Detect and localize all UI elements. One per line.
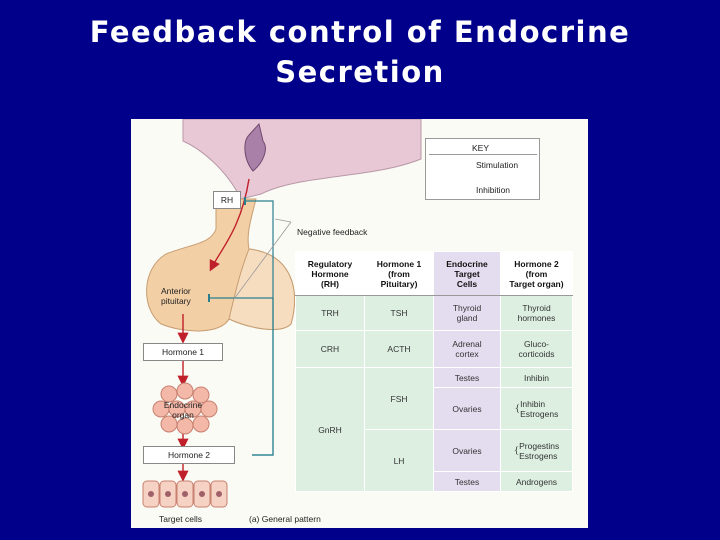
header-text: Target organ): [509, 278, 564, 289]
hormone2-box: Hormone 2: [143, 446, 235, 464]
cell-ovaries-2: Ovaries: [433, 429, 501, 472]
cell-text: Thyroid: [522, 303, 551, 313]
negative-feedback-pointer-bottom: [233, 221, 292, 300]
slide-title-line1: Feedback control of Endocrine: [89, 15, 631, 49]
key-inhibition-label: Inhibition: [476, 185, 511, 195]
brace-group: { Progestins Estrogens: [514, 441, 560, 461]
cell-text: Adrenal: [452, 339, 482, 349]
anterior-pituitary-label-line1: Anterior: [161, 286, 191, 296]
header-hormone1: Hormone 1 (from Pituitary): [364, 251, 434, 296]
cell-text: cortex: [455, 349, 479, 359]
cell-thyroid-hormones: Thyroid hormones: [500, 295, 573, 331]
inhibition-line-inner: [209, 297, 274, 456]
slide-title-line2: Secretion: [275, 55, 445, 89]
endocrine-organ-cluster: [152, 382, 218, 435]
table-header-row: Regulatory Hormone (RH) Hormone 1 (from …: [295, 251, 573, 296]
header-text: Endocrine: [446, 258, 488, 269]
cell-text: Estrogens: [520, 408, 559, 419]
legend-key: KEY Stimulation Inhibition: [425, 138, 540, 200]
target-cells-row: [142, 480, 228, 508]
cell-inhibin-estrogens: { Inhibin Estrogens: [500, 387, 573, 430]
header-text: (RH): [321, 278, 339, 289]
hormone1-label: Hormone 1: [161, 347, 205, 357]
header-text: Cells: [456, 278, 478, 289]
cell-progestins-estrogens: { Progestins Estrogens: [500, 429, 573, 472]
cell-adrenal-cortex: Adrenal cortex: [433, 330, 501, 368]
cell-text: hormones: [517, 313, 556, 323]
brace-items: Progestins Estrogens: [519, 441, 559, 461]
table-row-trh: TRH TSH Thyroid gland Thyroid hormones: [295, 295, 573, 331]
endocrine-feedback-figure: KEY Stimulation Inhibition RH Negative f…: [131, 119, 588, 528]
hormone2-label: Hormone 2: [167, 450, 211, 460]
negative-feedback-pointer-top: [274, 218, 292, 223]
header-text: Hormone 1: [376, 258, 422, 269]
rh-label: RH: [220, 195, 234, 205]
cell-thyroid-gland: Thyroid gland: [433, 295, 501, 331]
anatomy-illustration: [142, 119, 474, 508]
cell-crh: CRH: [295, 330, 365, 368]
table-row-gnrh-ovaries: Ovaries { Inhibin Estrogens: [296, 387, 573, 430]
brace-items: Inhibin Estrogens: [520, 399, 558, 419]
target-cells-label: Target cells: [159, 514, 202, 524]
anterior-pituitary-label-line2: pituitary: [161, 296, 191, 306]
endocrine-organ-label-line2: organ: [172, 410, 194, 420]
key-title: KEY: [472, 143, 490, 153]
header-hormone2: Hormone 2 (from Target organ): [500, 251, 573, 296]
table-row-gnrh-testes-lh: Testes Androgens: [296, 471, 573, 492]
cell-tsh: TSH: [364, 295, 434, 331]
key-stimulation-label: Stimulation: [476, 160, 519, 170]
header-text: Target: [454, 268, 480, 279]
header-regulatory-hormone: Regulatory Hormone (RH): [295, 251, 365, 296]
cell-androgens: Androgens: [500, 471, 573, 492]
cell-text: gland: [456, 313, 478, 323]
cell-lh: LH: [364, 429, 434, 492]
header-endocrine-target: Endocrine Target Cells: [433, 251, 501, 296]
table-row-crh: CRH ACTH Adrenal cortex Gluco- corticoid…: [295, 330, 573, 368]
header-text: Regulatory: [307, 258, 353, 269]
negative-feedback-label: Negative feedback: [297, 227, 368, 237]
brace-group: { Inhibin Estrogens: [515, 399, 559, 419]
hormone1-box: Hormone 1: [143, 343, 223, 361]
hormone-table: Regulatory Hormone (RH) Hormone 1 (from …: [295, 251, 573, 492]
header-text: Hormone 2: [514, 258, 559, 269]
hypothalamus-shape: [182, 119, 422, 200]
cell-text: Estrogens: [519, 450, 558, 461]
cell-glucocorticoids: Gluco- corticoids: [500, 330, 573, 368]
header-text: (from: [388, 268, 410, 279]
table-row-gnrh-testes: GnRH FSH Testes Inhibin: [295, 367, 573, 492]
slide-title: Feedback control of Endocrine Secretion: [0, 12, 720, 92]
cell-text: corticoids: [518, 349, 555, 359]
cell-ovaries-1: Ovaries: [433, 387, 501, 430]
stimulation-arrow-rh: [209, 178, 250, 272]
cell-fsh: FSH: [364, 367, 434, 430]
rh-box: RH: [213, 191, 241, 209]
cell-trh: TRH: [295, 295, 365, 331]
cell-text: Progestins: [519, 440, 560, 451]
cell-acth: ACTH: [364, 330, 434, 368]
cell-testes-1: Testes: [433, 367, 501, 388]
posterior-pituitary-shape: [228, 248, 295, 330]
brace-icon: {: [513, 445, 520, 456]
header-text: Pituitary): [380, 278, 418, 289]
figure-caption: (a) General pattern: [249, 514, 321, 524]
endocrine-organ-label-line1: Endocrine: [163, 400, 203, 410]
cell-testes-2: Testes: [433, 471, 501, 492]
neuron-cell: [244, 122, 266, 172]
table-row-gnrh-ovaries-lh: LH Ovaries { Progestins Estrogens: [296, 429, 573, 492]
cell-text: Thyroid: [452, 303, 482, 313]
brace-icon: {: [514, 403, 521, 414]
cell-gnrh: GnRH: [295, 367, 365, 492]
key-divider: [429, 154, 537, 155]
cell-text: Inhibin: [520, 398, 546, 409]
cell-inhibin-1: Inhibin: [500, 367, 573, 388]
cell-text: Gluco-: [523, 339, 550, 349]
header-text: (from: [525, 268, 548, 279]
header-text: Hormone: [311, 268, 349, 279]
